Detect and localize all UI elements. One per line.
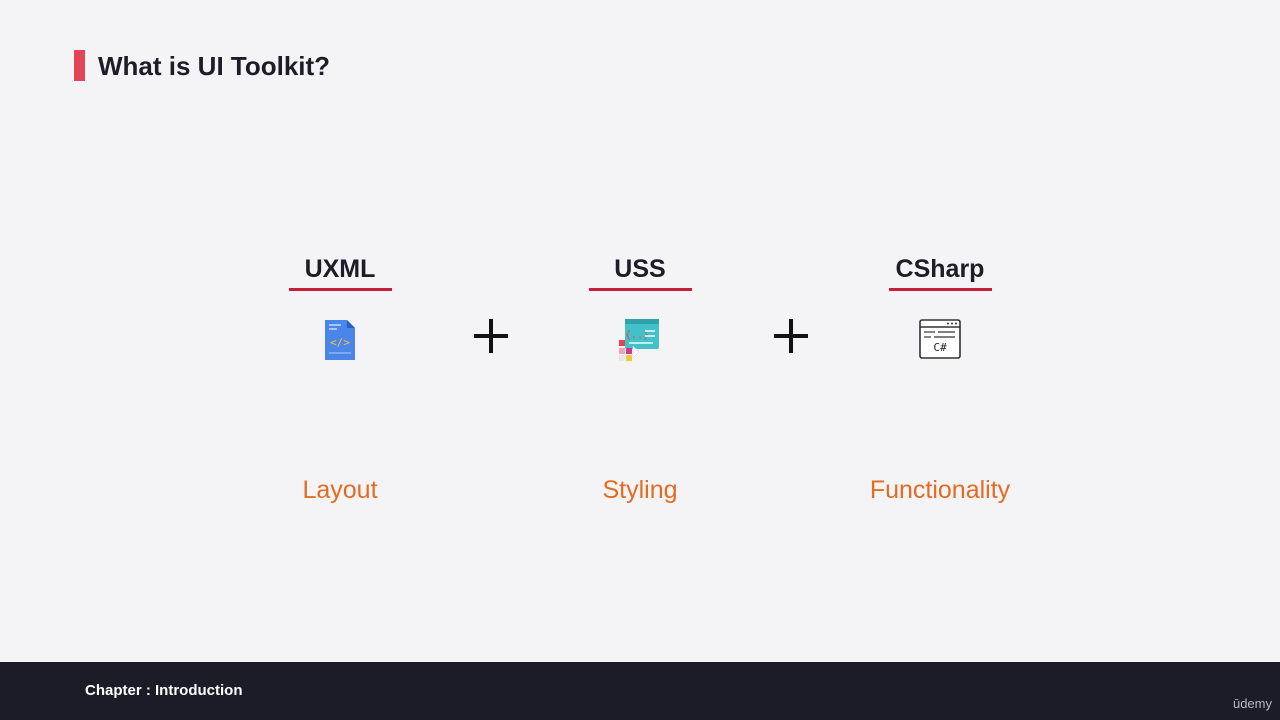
column-uxml: UXML </> bbox=[220, 252, 460, 362]
heading-underline bbox=[288, 288, 392, 291]
caption-layout: Layout bbox=[302, 476, 378, 504]
column-uss: USS {..} bbox=[520, 252, 760, 362]
csharp-window-icon: C# bbox=[915, 318, 965, 362]
slide-title: What is UI Toolkit? bbox=[98, 51, 331, 81]
column-heading: CSharp bbox=[895, 255, 985, 283]
svg-text:</>: </> bbox=[330, 336, 350, 349]
footer-bar: Chapter : Introduction ūdemy bbox=[0, 662, 1280, 720]
column-heading: UXML bbox=[304, 255, 376, 283]
caption-functionality: Functionality bbox=[869, 476, 1011, 504]
heading-underline bbox=[888, 288, 992, 291]
udemy-watermark: ūdemy bbox=[1232, 696, 1272, 711]
caption-styling: Styling bbox=[602, 476, 678, 504]
title-accent-bar bbox=[74, 50, 85, 81]
plus-icon bbox=[771, 316, 811, 356]
heading-underline bbox=[588, 288, 692, 291]
svg-text:C#: C# bbox=[933, 341, 947, 354]
column-csharp: CSharp C# bbox=[820, 252, 1060, 362]
stylesheet-icon: {..} bbox=[615, 318, 665, 362]
xml-file-icon: </> bbox=[315, 318, 365, 362]
chapter-label: Chapter : Introduction bbox=[85, 682, 243, 699]
plus-icon bbox=[471, 316, 511, 356]
column-heading: USS bbox=[614, 255, 666, 283]
svg-text:{..}: {..} bbox=[625, 330, 649, 341]
